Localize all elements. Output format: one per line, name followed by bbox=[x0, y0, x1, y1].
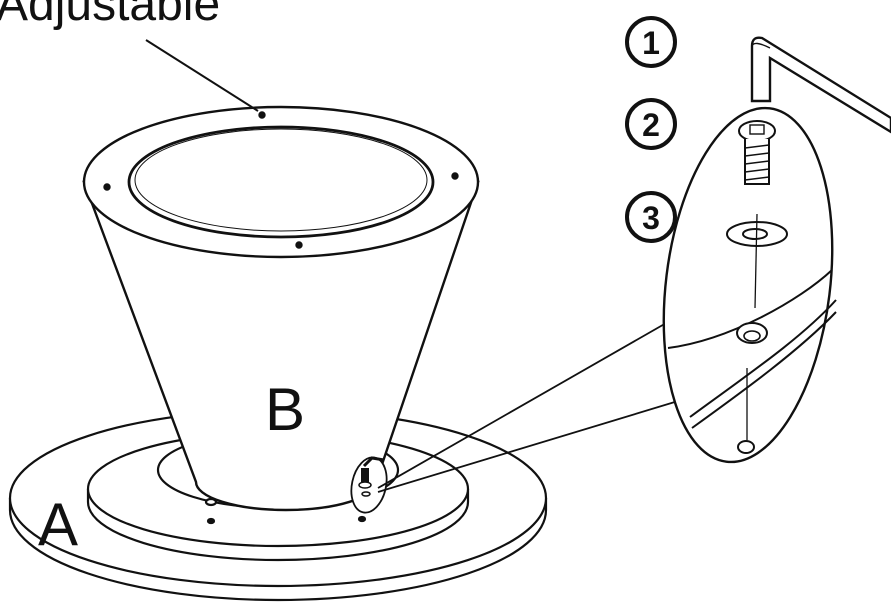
svg-text:2: 2 bbox=[642, 107, 660, 143]
detail-view bbox=[662, 106, 837, 464]
part-label-b: B bbox=[265, 376, 305, 443]
detail-callout-lines bbox=[377, 321, 689, 493]
cone-b bbox=[82, 105, 480, 514]
adjustable-label: Adjustable bbox=[0, 0, 220, 31]
svg-text:3: 3 bbox=[642, 200, 660, 236]
step-number-3: 3 bbox=[625, 191, 677, 243]
step-number-2: 2 bbox=[625, 98, 677, 150]
hex-key-tool bbox=[750, 36, 891, 134]
step-number-1: 1 bbox=[625, 16, 677, 68]
adjustable-leader-line bbox=[145, 39, 259, 112]
part-label-a: A bbox=[38, 491, 78, 558]
svg-text:1: 1 bbox=[642, 25, 660, 61]
